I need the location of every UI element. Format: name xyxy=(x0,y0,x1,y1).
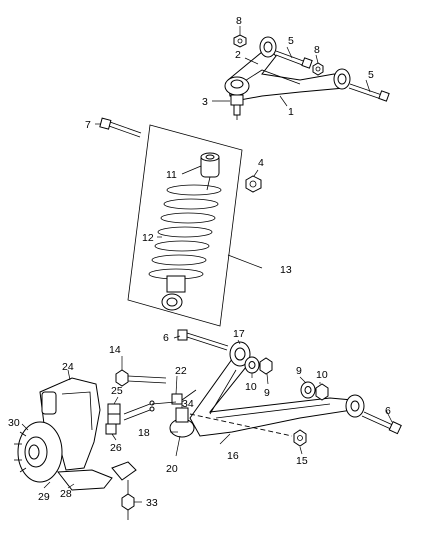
callout-9-top: 9 xyxy=(296,365,302,377)
callout-11: 11 xyxy=(166,169,177,181)
callout-25: 25 xyxy=(111,385,123,397)
nut-4 xyxy=(245,175,262,193)
callout-34: 34 xyxy=(182,398,194,410)
bolt-7 xyxy=(99,117,142,138)
callout-7: 7 xyxy=(85,119,91,131)
callout-17: 17 xyxy=(233,328,245,340)
callout-16: 16 xyxy=(227,450,239,462)
hub-rotor xyxy=(14,421,63,483)
callout-13: 13 xyxy=(280,264,292,276)
lower-arm-bushing-rear xyxy=(229,341,251,367)
nut-15 xyxy=(293,429,307,447)
lower-arm-nuts-washers xyxy=(244,356,329,401)
lower-arm-bolt-6-front xyxy=(361,411,402,435)
upper-arm-bolt-front xyxy=(348,83,390,102)
upper-arm-bushing-front xyxy=(333,68,351,90)
assembly-dashed-line xyxy=(189,413,293,437)
callout-5-upper-rear: 5 xyxy=(288,35,294,47)
callout-10-left: 10 xyxy=(245,381,257,393)
coil-spring xyxy=(148,184,222,280)
callout-14: 14 xyxy=(109,344,121,356)
callout-9-left: 9 xyxy=(264,387,270,399)
lower-ball-joint xyxy=(169,400,195,438)
callout-5-upper-front: 5 xyxy=(368,69,374,81)
coil-spring-shock-assembly xyxy=(127,124,243,327)
splash-shield xyxy=(57,469,113,491)
callout-24: 24 xyxy=(62,361,74,373)
callout-20: 20 xyxy=(166,463,178,475)
callout-6-rear: 6 xyxy=(163,332,169,344)
tie-rod-end xyxy=(111,461,137,496)
callout-4: 4 xyxy=(258,157,264,169)
nut-33 xyxy=(121,493,135,520)
upper-ball-joint xyxy=(230,94,244,120)
callout-8-right: 8 xyxy=(314,44,320,56)
callout-26: 26 xyxy=(110,442,122,454)
callout-8-top: 8 xyxy=(236,15,242,27)
callout-1: 1 xyxy=(288,106,294,118)
knuckle-clip-26 xyxy=(105,423,117,435)
knuckle-bracket-25 xyxy=(107,403,121,425)
lower-arm-bolt-6-rear xyxy=(177,329,229,351)
callout-33: 33 xyxy=(146,497,158,509)
cam-bolt-14 xyxy=(115,369,167,387)
callout-10-right: 10 xyxy=(316,369,328,381)
upper-arm-bushing-rear xyxy=(259,36,277,58)
callout-30: 30 xyxy=(8,417,20,429)
upper-arm-nut-top xyxy=(233,34,247,48)
callouts: 8 2 5 8 5 3 1 7 4 11 12 13 6 17 14 22 9 … xyxy=(8,15,391,509)
upper-arm-nut-right xyxy=(312,62,324,76)
callout-12: 12 xyxy=(142,232,154,244)
upper-arm-bolt-rear xyxy=(275,50,313,69)
callout-28: 28 xyxy=(60,488,72,500)
pins-34 xyxy=(123,400,155,421)
callout-15: 15 xyxy=(296,455,308,467)
leader-lines xyxy=(21,26,393,503)
callout-29: 29 xyxy=(38,491,50,503)
callout-2: 2 xyxy=(235,49,241,61)
lower-arm-bushing-front xyxy=(345,394,365,418)
callout-3: 3 xyxy=(202,96,208,108)
stabilizer-bracket-22 xyxy=(171,389,197,405)
callout-6-front: 6 xyxy=(385,405,391,417)
callout-22: 22 xyxy=(175,365,187,377)
callout-18: 18 xyxy=(138,427,150,439)
upper-control-arm xyxy=(224,49,345,101)
